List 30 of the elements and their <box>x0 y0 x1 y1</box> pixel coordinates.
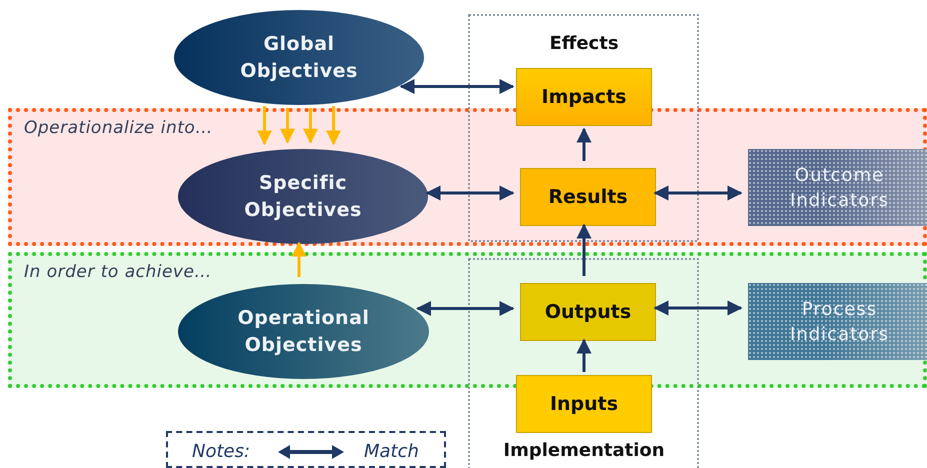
objective-ellipse: Global Objectives <box>174 10 424 105</box>
arrow <box>292 242 306 277</box>
process-box: Outputs <box>520 283 656 341</box>
arrow <box>654 186 742 200</box>
legend-title: Notes: <box>192 441 250 462</box>
band-label: In order to achieve… <box>24 262 212 282</box>
operationalize-band <box>8 108 927 246</box>
process-box: Impacts <box>516 68 652 126</box>
legend-label: Match <box>364 441 419 462</box>
process-box: Results <box>520 168 656 226</box>
objective-ellipse: Specific Objectives <box>178 149 428 244</box>
group-heading: Effects <box>549 33 619 54</box>
arrow <box>576 224 592 276</box>
arrow <box>416 301 514 316</box>
arrow <box>426 186 514 200</box>
objective-ellipse: Operational Objectives <box>178 284 429 379</box>
band-label: Operationalize into… <box>24 118 213 138</box>
arrow <box>576 338 592 372</box>
indicator-box: Process Indicators <box>748 283 927 360</box>
arrow <box>326 106 341 146</box>
arrow <box>303 108 318 144</box>
arrow <box>280 108 295 144</box>
arrow <box>576 128 592 161</box>
arrow <box>400 79 514 94</box>
indicator-box: Outcome Indicators <box>748 149 927 226</box>
group-heading: Implementation <box>503 440 665 461</box>
process-box: Inputs <box>516 375 652 433</box>
arrow <box>257 106 272 146</box>
achieve-band <box>8 252 927 388</box>
arrow <box>654 300 742 316</box>
